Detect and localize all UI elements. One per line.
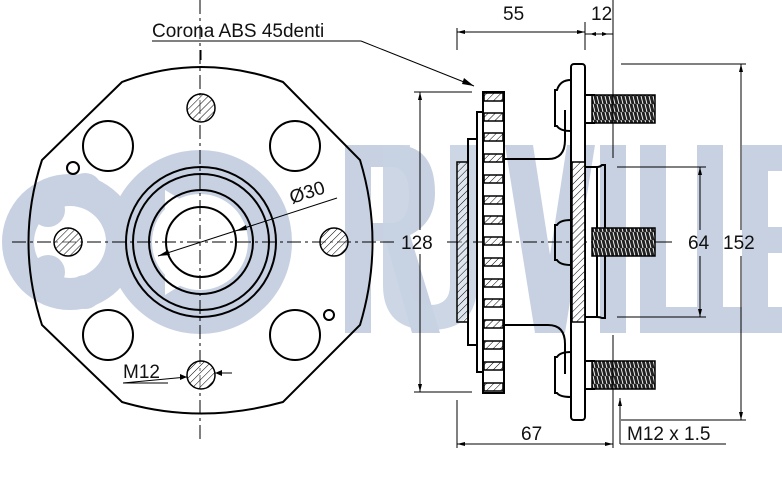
lightening-hole-tr bbox=[269, 120, 321, 172]
dim-12: 12 bbox=[591, 4, 612, 25]
bearing-seal-section bbox=[456, 161, 469, 323]
stud-thread-spec: M12 x 1.5 bbox=[627, 424, 710, 445]
stud-thread-label: M12 bbox=[123, 362, 160, 383]
abs-ring-label: Corona ABS 45denti bbox=[152, 21, 324, 42]
lightening-hole-bl bbox=[82, 309, 134, 361]
brand-watermark bbox=[2, 145, 782, 334]
stud-bottom bbox=[186, 360, 216, 390]
flange-outline bbox=[27, 66, 374, 415]
small-hole-left bbox=[66, 161, 80, 175]
hub-outer-ring bbox=[125, 166, 277, 318]
stud-thread-top bbox=[591, 94, 656, 124]
stud-left bbox=[53, 227, 83, 257]
small-hole-right bbox=[323, 309, 335, 321]
bore bbox=[165, 206, 237, 278]
front-view: Ø30 M12 bbox=[12, 0, 392, 440]
dim-64: 64 bbox=[688, 233, 710, 254]
stud-thread-center bbox=[591, 227, 656, 257]
hub-ring-3 bbox=[148, 189, 254, 295]
stud-top bbox=[186, 93, 216, 123]
lightening-hole-tl bbox=[82, 120, 134, 172]
dim-55: 55 bbox=[503, 4, 524, 25]
dim-152: 152 bbox=[723, 233, 755, 254]
stud-thread-bottom bbox=[591, 360, 656, 390]
hub-ring-2 bbox=[132, 173, 270, 311]
stud-right bbox=[319, 227, 349, 257]
dim-67: 67 bbox=[521, 424, 542, 445]
side-view: Corona ABS 45denti bbox=[152, 0, 755, 448]
abs-ring-teeth bbox=[483, 92, 504, 392]
dim-128: 128 bbox=[401, 233, 433, 254]
lightening-hole-br bbox=[269, 309, 321, 361]
bore-diameter-label: Ø30 bbox=[287, 178, 328, 209]
